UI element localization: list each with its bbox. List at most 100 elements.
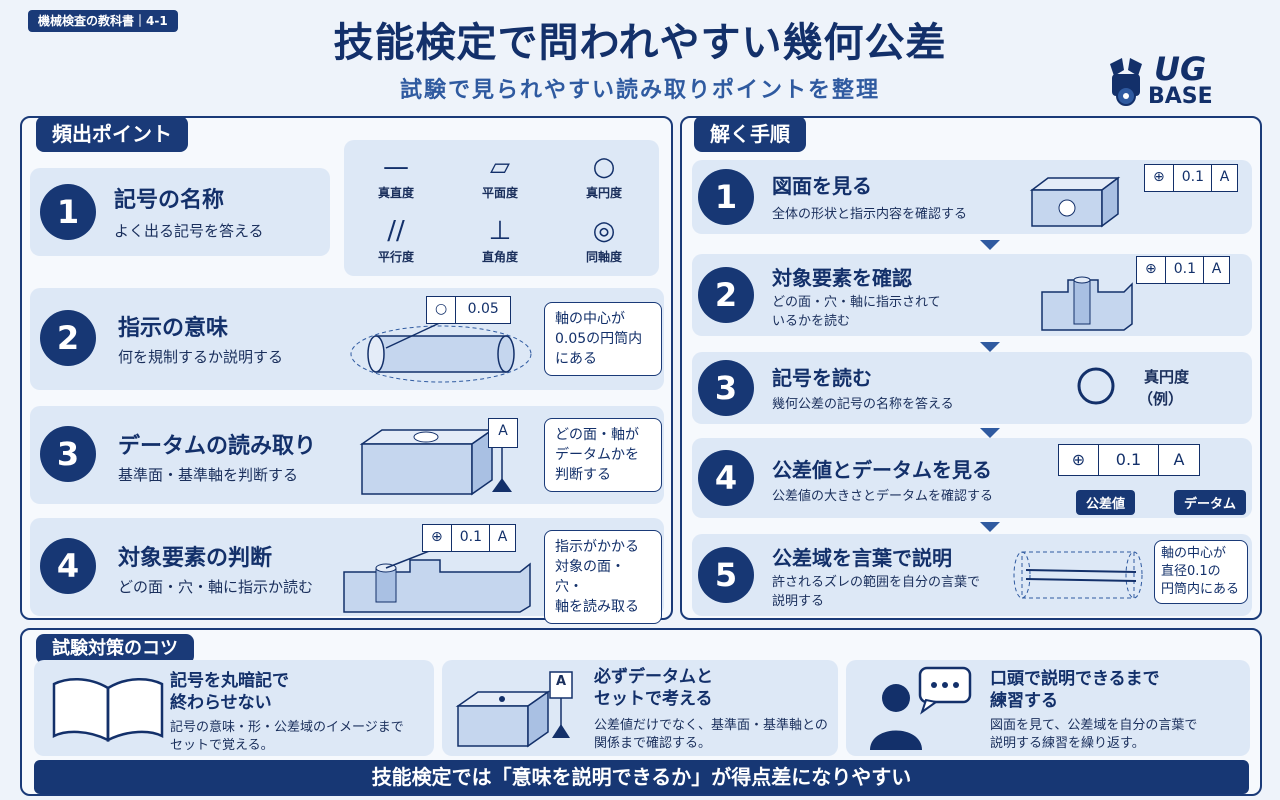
point-card-3: 3 データムの読み取り 基準面・基準軸を判断する A どの面・軸が データムかを… — [30, 406, 664, 504]
block-illustration — [1029, 176, 1121, 228]
tip-desc-line2: セットで覚える。 — [170, 738, 274, 753]
panel-heading: 試験対策のコツ — [36, 634, 194, 664]
datum-letter: A — [497, 529, 508, 545]
datum-letter: A — [1219, 169, 1230, 185]
step-title: 公差値とデータムを見る — [772, 458, 992, 482]
tip-card-2: A 必ずデータムと セットで考える 公差値だけでなく、基準面・基準軸との 関係ま… — [442, 660, 838, 756]
tip-title: 口頭で説明できるまで — [990, 669, 1160, 689]
step-number: 5 — [698, 547, 754, 603]
tip-desc-line2: 説明する練習を繰り返す。 — [990, 736, 1145, 751]
tip-desc: 記号の意味・形・公差域のイメージまで — [170, 720, 404, 735]
tip-title: 必ずデータムと — [594, 667, 713, 687]
concentricity-icon: ◎ — [592, 216, 616, 246]
parallelism-icon: // — [387, 216, 405, 246]
example-label: 真円度 — [1144, 368, 1190, 386]
tolerance-value-badge: 公差値 — [1076, 490, 1136, 515]
point-card-2: 2 指示の意味 何を規制するか説明する ○ 0.05 軸の中心が 0.05の円筒… — [30, 288, 664, 390]
hole-block-illustration — [1041, 276, 1133, 331]
datum-frame: A — [488, 418, 518, 448]
procedure-step-3: 3 記号を読む 幾何公差の記号の名称を答える 真円度 （例） — [692, 352, 1252, 424]
tolerance-frame: ⊕ 0.1 A — [1058, 444, 1200, 476]
step-number: 3 — [40, 426, 96, 482]
position-icon: ⊕ — [1137, 257, 1166, 283]
step-number: 4 — [40, 538, 96, 594]
tolerance-frame: ⊕ 0.1 A — [1136, 256, 1231, 284]
circularity-icon: ○ — [592, 152, 616, 182]
datum-badge: データム — [1174, 490, 1247, 515]
parallelism-symbol: //平行度 — [346, 214, 446, 265]
flatness-symbol: ▱平面度 — [450, 150, 550, 201]
circularity-icon: ○ — [427, 297, 457, 323]
logo-ug: UG — [1154, 50, 1207, 88]
tolerance-zone-illustration — [1013, 551, 1143, 599]
chapter-tag: 機械検査の教科書｜4-1 — [28, 10, 178, 32]
tip-title: 記号を丸暗記で — [170, 671, 289, 691]
tip-title-line2: 練習する — [990, 691, 1058, 711]
datum-letter: A — [498, 423, 508, 439]
tolerance-frame: ⊕ 0.1 A — [422, 524, 517, 552]
procedure-step-2: 2 対象要素を確認 どの面・穴・軸に指示されて いるかを読む ⊕ 0.1 A — [692, 254, 1252, 336]
concentricity-symbol: ◎同軸度 — [554, 214, 654, 265]
engine-icon — [1110, 58, 1142, 106]
datum-letter: A — [1211, 261, 1222, 277]
point-card-4: 4 対象要素の判断 どの面・穴・軸に指示か読む ⊕ 0.1 A 指示がかかる 対… — [30, 518, 664, 624]
procedure-step-1: 1 図面を見る 全体の形状と指示内容を確認する ⊕ 0.1 A — [692, 160, 1252, 234]
open-book-icon — [52, 678, 164, 743]
point-card-1: 1 記号の名称 よく出る記号を答える — [30, 168, 330, 256]
step-title: 記号を読む — [772, 366, 872, 390]
step-desc-line2: 説明する — [772, 594, 825, 609]
flow-arrow — [980, 240, 1000, 250]
flow-arrow — [980, 522, 1000, 532]
step-number: 1 — [40, 184, 96, 240]
position-icon: ⊕ — [423, 525, 452, 551]
explanation-callout: どの面・軸が データムかを 判断する — [544, 418, 662, 492]
circularity-symbol: ○真円度 — [554, 150, 654, 201]
step-desc-line2: いるかを読む — [772, 314, 851, 329]
page-subtitle: 試験で見られやすい読み取りポイントを整理 — [399, 78, 880, 103]
tip-desc: 公差値だけでなく、基準面・基準軸との — [594, 718, 828, 733]
point-desc: 何を規制するか説明する — [118, 348, 284, 366]
tolerance-value: 0.1 — [1174, 165, 1212, 191]
position-icon: ⊕ — [1059, 445, 1099, 475]
procedure-step-5: 5 公差域を言葉で説明 許されるズレの範囲を自分の言葉で 説明する 軸の中心が … — [692, 534, 1252, 616]
point-title: 記号の名称 — [114, 188, 225, 213]
straightness-icon: — — [383, 152, 409, 182]
step-desc: 幾何公差の記号の名称を答える — [772, 397, 954, 412]
step-number: 1 — [698, 169, 754, 225]
logo-base: BASE — [1148, 84, 1213, 109]
tolerance-frame: ○ 0.05 — [426, 296, 512, 324]
step-number: 3 — [698, 360, 754, 416]
hole-block-illustration — [343, 552, 531, 613]
step-number: 4 — [698, 450, 754, 506]
tip-card-1: 記号を丸暗記で 終わらせない 記号の意味・形・公差域のイメージまで セットで覚え… — [34, 660, 434, 756]
ug-base-logo: UG BASE — [1104, 50, 1244, 114]
panel-heading: 頻出ポイント — [36, 116, 188, 152]
panel-heading: 解く手順 — [694, 116, 806, 152]
tolerance-frame: ⊕ 0.1 A — [1144, 164, 1239, 192]
datum-letter: A — [556, 674, 567, 689]
speaking-person-icon — [870, 666, 972, 750]
tip-title-line2: セットで考える — [594, 689, 713, 709]
point-title: データムの読み取り — [118, 434, 317, 459]
step-desc: 公差値の大きさとデータムを確認する — [772, 489, 994, 504]
step-desc: どの面・穴・軸に指示されて — [772, 295, 941, 310]
tolerance-value: 0.1 — [1166, 257, 1204, 283]
position-icon: ⊕ — [1145, 165, 1174, 191]
cylinder-illustration — [350, 319, 532, 383]
point-title: 指示の意味 — [118, 316, 229, 341]
explanation-callout: 指示がかかる 対象の面・穴・ 軸を読み取る — [544, 530, 662, 624]
flow-arrow — [980, 428, 1000, 438]
tolerance-value: 0.1 — [452, 525, 490, 551]
step-number: 2 — [698, 267, 754, 323]
procedure-step-4: 4 公差値とデータムを見る 公差値の大きさとデータムを確認する ⊕ 0.1 A … — [692, 438, 1252, 518]
tip-card-3: 口頭で説明できるまで 練習する 図面を見て、公差域を自分の言葉で 説明する練習を… — [846, 660, 1250, 756]
point-desc: よく出る記号を答える — [114, 222, 264, 240]
symbol-grid: —真直度 ▱平面度 ○真円度 //平行度 ⊥直角度 ◎同軸度 — [344, 140, 659, 276]
footer-banner: 技能検定では「意味を説明できるか」が得点差になりやすい — [34, 760, 1249, 794]
tip-title-line2: 終わらせない — [170, 693, 272, 713]
step-desc: 全体の形状と指示内容を確認する — [772, 207, 968, 222]
point-title: 対象要素の判断 — [118, 546, 273, 571]
tip-desc-line2: 関係まで確認する。 — [594, 736, 712, 751]
circularity-icon — [1077, 367, 1115, 405]
datum-block-icon — [455, 671, 573, 748]
